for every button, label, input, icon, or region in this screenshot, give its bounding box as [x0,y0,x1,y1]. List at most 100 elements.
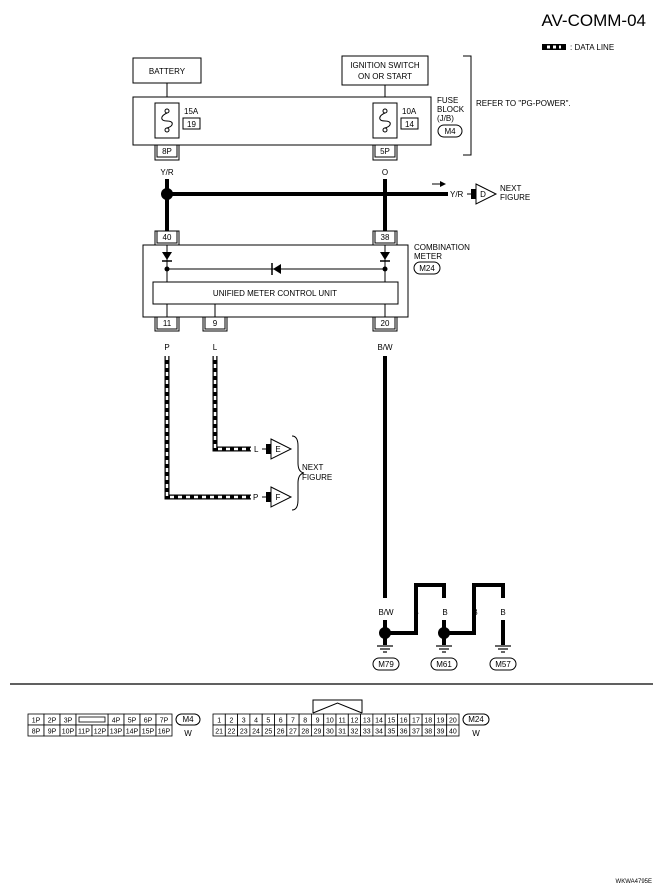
next-e-wire-color: L [254,445,259,454]
connector-m24-pin: 34 [375,729,383,736]
connector-m4-color: W [184,729,192,738]
next-e-letter: E [275,445,280,454]
connector-m4-pin: 7P [160,718,169,725]
ground-m57-symbol [495,645,511,653]
ignition-switch-label-1: IGNITION SWITCH [350,61,420,70]
terminal-11: 11 [163,319,172,328]
combination-meter-label-2: METER [414,252,442,261]
connector-m4-pin: 4P [112,718,121,725]
next-f-letter: F [276,493,281,502]
combination-meter-label-1: COMBINATION [414,243,470,252]
terminal-8p: 8P [162,147,172,156]
connector-m24-pin: 2 [229,718,233,725]
connector-m24-pin: 20 [449,718,457,725]
splice-yr [161,188,173,200]
fuse-block-refer: REFER TO "PG-POWER". [476,99,571,108]
ground-m79-splice [379,627,391,639]
connector-m24-pin: 32 [351,729,359,736]
fuse-14-number-box [400,117,419,130]
connector-m24-pin: 21 [215,729,223,736]
data-line-l [212,356,251,452]
battery-label: BATTERY [149,67,186,76]
ground-m61-connector: M61 [436,660,452,669]
connector-m24-pin: 30 [326,729,334,736]
fuse-block-label-2: BLOCK [437,105,465,114]
next-d-arrow [475,183,498,205]
connector-m24-pin: 35 [387,729,395,736]
connector-m4-id: M4 [182,715,194,724]
next-ef-brace [291,435,305,511]
connector-m4-pin: 11P [78,729,90,736]
terminal-38: 38 [381,233,390,242]
next-d-label-2: FIGURE [500,193,530,202]
connector-m24-badge [462,713,490,726]
connector-m4-pin: 2P [48,718,57,725]
connector-m24-pin: 13 [363,718,371,725]
connector-m24-pin: 6 [279,718,283,725]
ground-m79-connector: M79 [378,660,394,669]
next-f-arrow [270,486,293,508]
fuse-19-number-box [182,117,201,130]
diode-left [162,252,172,260]
connector-m24-pin: 12 [351,718,359,725]
terminal-20: 20 [381,319,390,328]
connector-m24-pin: 18 [424,718,432,725]
connector-m24-pin: 36 [400,729,408,736]
wire-color-p: P [164,343,169,352]
power-wires [165,179,448,232]
connector-m4-pin: 3P [64,718,73,725]
connector-m24-pin: 22 [228,729,236,736]
diode-right [380,252,390,260]
fuse-block-bracket [463,55,472,156]
data-line-legend: : DATA LINE [542,43,614,52]
connector-m4-pin: 14P [126,729,139,736]
connector-m24-pin: 28 [301,729,309,736]
next-d-wire-color: Y/R [450,190,464,199]
next-ef-label-2: FIGURE [302,473,332,482]
connector-m24-pin: 39 [437,729,445,736]
fuse-10a-rating: 10A [402,107,417,116]
terminal-5p: 5P [380,147,390,156]
terminal-9-box [204,316,226,330]
connector-m24-pin: 24 [252,729,260,736]
connector-m4-pin: 6P [144,718,153,725]
ground-m61-badge [430,657,458,671]
ground-jumper-1-wire-color: B [413,608,418,617]
fuse-10a [372,102,398,139]
combination-meter-box [142,244,409,318]
ground-m61-symbol [436,645,452,653]
fuse-15a-rating: 15A [184,107,199,116]
connector-m4-pin: 16P [158,729,171,736]
ground-m61-splice [438,627,450,639]
battery-box [132,57,202,84]
terminal-20-box [374,316,396,330]
connector-m4-pin: 1P [32,718,41,725]
connector-m4-pin: 13P [110,729,123,736]
connector-m4-pin: 10P [62,729,75,736]
ground-m57-connector: M57 [495,660,511,669]
next-f-wire-color: P [253,493,258,502]
fuse-block-label-3: (J/B) [437,114,454,123]
connector-m24-pin: 7 [291,718,295,725]
data-line-legend-label: : DATA LINE [570,43,614,52]
connector-m24-id: M24 [468,715,484,724]
next-d-label-1: NEXT [500,184,521,193]
next-figure-d: Y/R D NEXT FIGURE [432,181,530,205]
terminal-9: 9 [213,319,218,328]
ground-m57-wire-color: B [500,608,505,617]
fuse-block-connector-badge [437,124,463,138]
wire-color-o: O [382,168,388,177]
connector-m24-pin: 40 [449,729,457,736]
connector-m24-pin: 38 [424,729,432,736]
wire-color-yr: Y/R [160,168,174,177]
ground-m79-wire-color: B/W [378,608,394,617]
fuse-block-label-1: FUSE [437,96,458,105]
combination-meter-connector: M24 [419,264,435,273]
connector-m24-pin: 3 [242,718,246,725]
ground-m57-badge [489,657,517,671]
page-title: AV-COMM-04 [541,11,646,30]
fuse-15a [154,102,180,139]
diode-middle [273,264,281,274]
connector-m4-pin: 9P [48,729,57,736]
